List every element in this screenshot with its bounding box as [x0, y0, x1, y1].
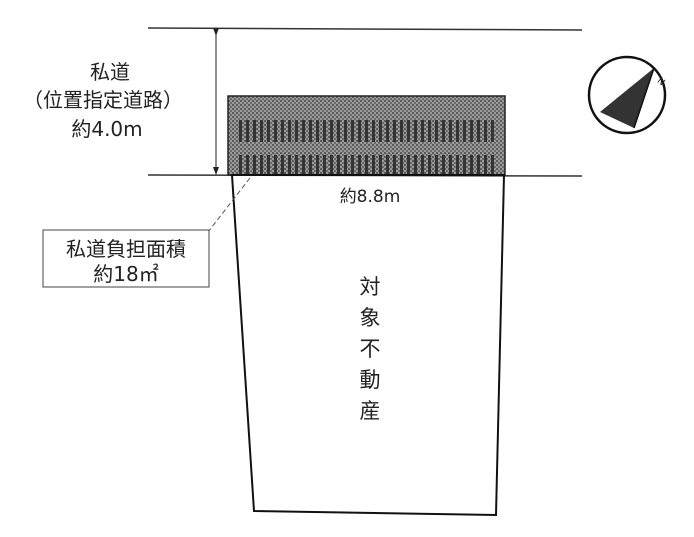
road-burden-area-hatch: [227, 95, 506, 176]
north-arrow-icon: [600, 68, 654, 128]
burden-area-value: 約18㎡: [93, 262, 158, 286]
property-label-char: 動: [360, 368, 381, 392]
leader-line: [207, 177, 251, 233]
road-name: 私道: [90, 60, 130, 84]
burden-area-label-box: [42, 229, 210, 288]
compass-north-label: N: [655, 76, 667, 88]
road-edge-top: [147, 27, 583, 31]
property-label-char: 産: [360, 399, 381, 423]
property-label-char: 対: [360, 275, 381, 299]
compass: [587, 55, 667, 135]
property-outline: [230, 174, 506, 517]
property-label-char: 不: [360, 337, 381, 361]
frontage-dimension: 約8.8m: [340, 187, 401, 207]
property-label-char: 象: [360, 306, 381, 330]
road-type: （位置指定道路）: [23, 88, 183, 112]
property-label: 対 象 不 動 産: [360, 275, 381, 423]
burden-area-title: 私道負担面積: [66, 237, 186, 261]
road-width: 約4.0m: [71, 117, 142, 141]
